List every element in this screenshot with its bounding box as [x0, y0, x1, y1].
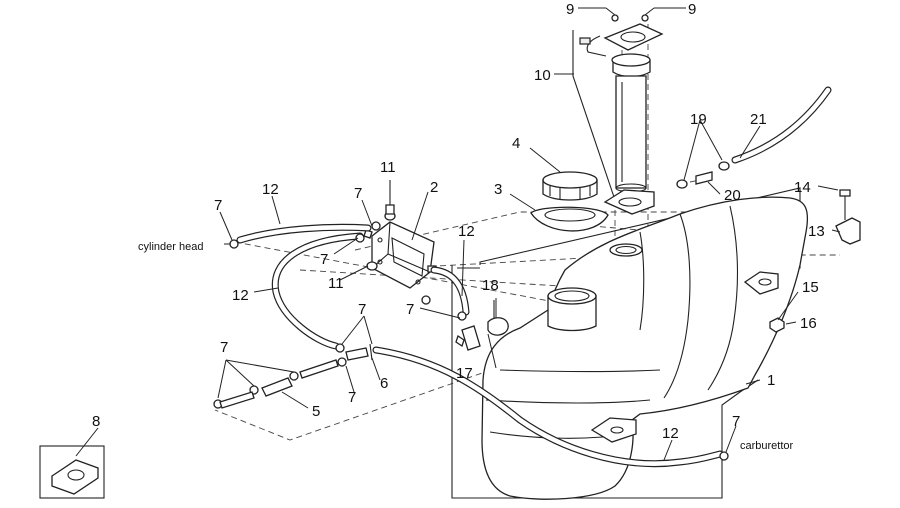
leader-lines [75, 7, 841, 461]
callout-10: 10 [534, 67, 551, 84]
fuel-hoses [236, 223, 724, 468]
callout-19: 19 [690, 111, 707, 128]
fuel-level-sender [579, 23, 664, 215]
callout-7-f: 7 [348, 389, 356, 406]
callout-17: 17 [456, 365, 473, 382]
callout-7-e: 7 [358, 301, 366, 318]
callout-3: 3 [494, 181, 502, 198]
callout-2: 2 [430, 179, 438, 196]
callout-4: 4 [512, 135, 520, 152]
callout-13: 13 [808, 223, 825, 240]
callout-20: 20 [724, 187, 741, 204]
fuel-cap [542, 171, 598, 201]
callout-8: 8 [92, 413, 100, 430]
mounting-bracket [769, 189, 861, 333]
vent-hose [731, 86, 832, 164]
callout-7-c: 7 [320, 251, 328, 268]
callout-18: 18 [482, 277, 499, 294]
fuel-pump [363, 180, 437, 289]
callout-6: 6 [380, 375, 388, 392]
fuel-tap [455, 300, 509, 351]
cylinder-head-note: cylinder head [138, 241, 203, 253]
callout-12-a: 12 [262, 181, 279, 198]
callout-9-right: 9 [688, 1, 696, 18]
callout-9-left: 9 [566, 1, 574, 18]
callout-7-d: 7 [406, 301, 414, 318]
callout-7-g: 7 [220, 339, 228, 356]
callout-labels: 1 2 3 4 5 6 7 7 7 7 7 7 7 7 8 9 9 10 11 … [92, 1, 825, 442]
top-screws [611, 14, 649, 22]
callout-7-b: 7 [354, 185, 362, 202]
callout-12-b: 12 [232, 287, 249, 304]
filler-gasket [530, 206, 609, 232]
callout-1: 1 [767, 372, 775, 389]
callout-7-a: 7 [214, 197, 222, 214]
callout-12-d: 12 [662, 425, 679, 442]
carburettor-note: carburettor [740, 440, 794, 452]
callout-16: 16 [800, 315, 817, 332]
callout-7-h: 7 [732, 413, 740, 430]
callout-12-c: 12 [458, 223, 475, 240]
callout-11-bottom: 11 [328, 275, 344, 292]
clip-box [39, 445, 105, 499]
callout-21: 21 [750, 111, 767, 128]
callout-14: 14 [794, 179, 811, 196]
hose-clamps [213, 161, 730, 461]
fuel-tank [481, 196, 809, 500]
callout-5: 5 [312, 403, 320, 420]
inline-fittings [219, 343, 373, 409]
callout-15: 15 [802, 279, 819, 296]
callout-11-top: 11 [380, 159, 396, 176]
